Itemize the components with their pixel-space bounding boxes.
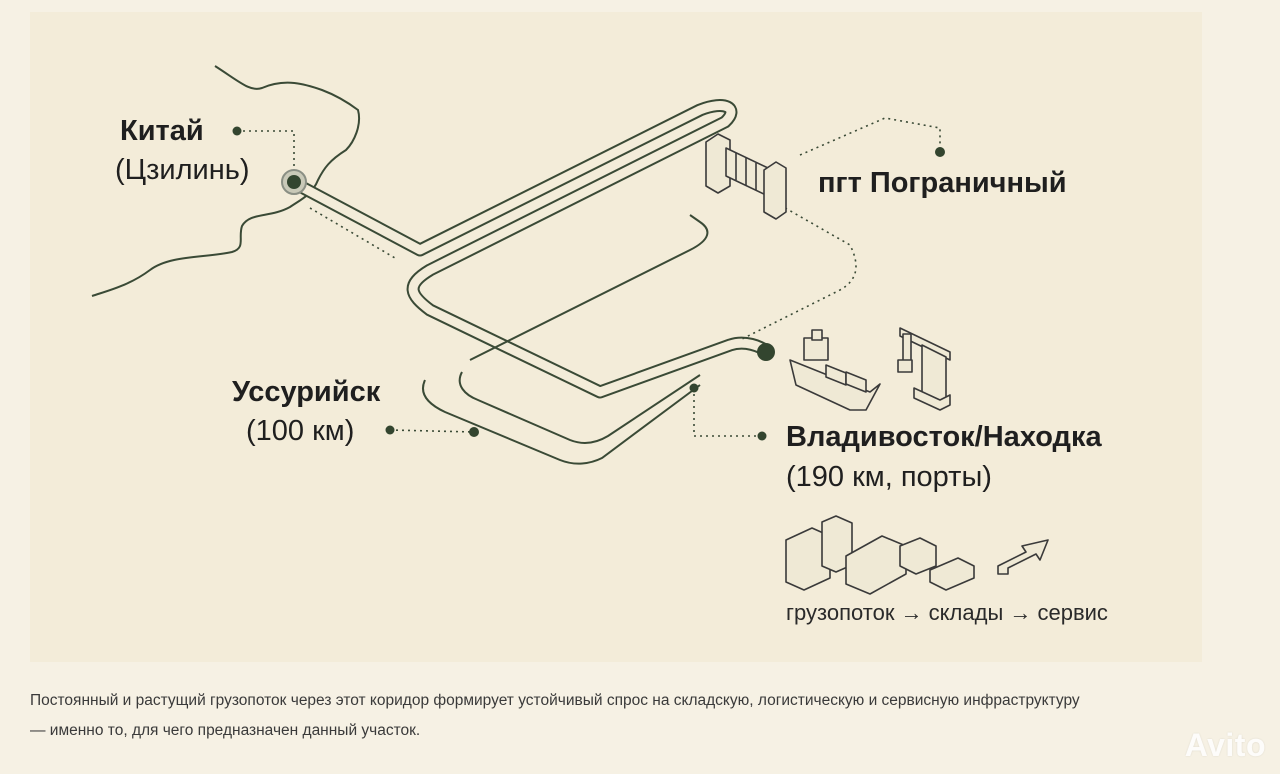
leader-ussuriysk <box>389 429 475 433</box>
ussuriysk-label-dot <box>385 425 395 435</box>
border-gate-icon <box>705 133 787 220</box>
port-subtitle: (190 км, порты) <box>786 461 992 493</box>
cargo-ship-icon <box>789 329 881 411</box>
route-road-outer <box>289 99 775 399</box>
avito-watermark: Avito <box>1184 727 1266 763</box>
route-loop-inner-b <box>458 371 701 444</box>
ussuriysk-route-dot <box>469 427 479 437</box>
route-loop-outer-b <box>422 379 701 465</box>
route-loop-outer <box>469 214 709 361</box>
port-label-dot <box>757 431 767 441</box>
direction-arrow-icon <box>997 539 1049 575</box>
port-end-point <box>757 343 775 361</box>
port-title: Владивосток/Находка <box>786 421 1102 453</box>
route-map <box>91 65 1049 595</box>
ussuriysk-title: Уссурийск <box>232 376 381 408</box>
leader-china-route <box>309 207 396 259</box>
china-label-dot <box>232 126 242 136</box>
coastline <box>91 65 360 297</box>
route-road-inner <box>291 101 773 397</box>
port-route-dot <box>689 383 699 393</box>
border-label-dot <box>935 147 945 157</box>
border-town-label: пгт Пограничный <box>818 167 1067 199</box>
port-crane-icon <box>897 327 951 411</box>
flow-chain-label: грузопоток → склады → сервис <box>786 600 1108 625</box>
illustration-panel <box>30 12 1202 662</box>
leader-border <box>799 117 941 156</box>
leader-port <box>693 388 762 437</box>
ussuriysk-subtitle: (100 км) <box>246 415 355 447</box>
china-subtitle: (Цзилинь) <box>115 154 250 186</box>
caption-text: Постоянный и растущий грузопоток через э… <box>30 692 1080 739</box>
leader-border-route <box>739 204 857 341</box>
china-point <box>287 175 301 189</box>
china-title: Китай <box>120 115 204 147</box>
warehouse-buildings-icon <box>785 515 975 595</box>
leader-china <box>237 130 295 178</box>
